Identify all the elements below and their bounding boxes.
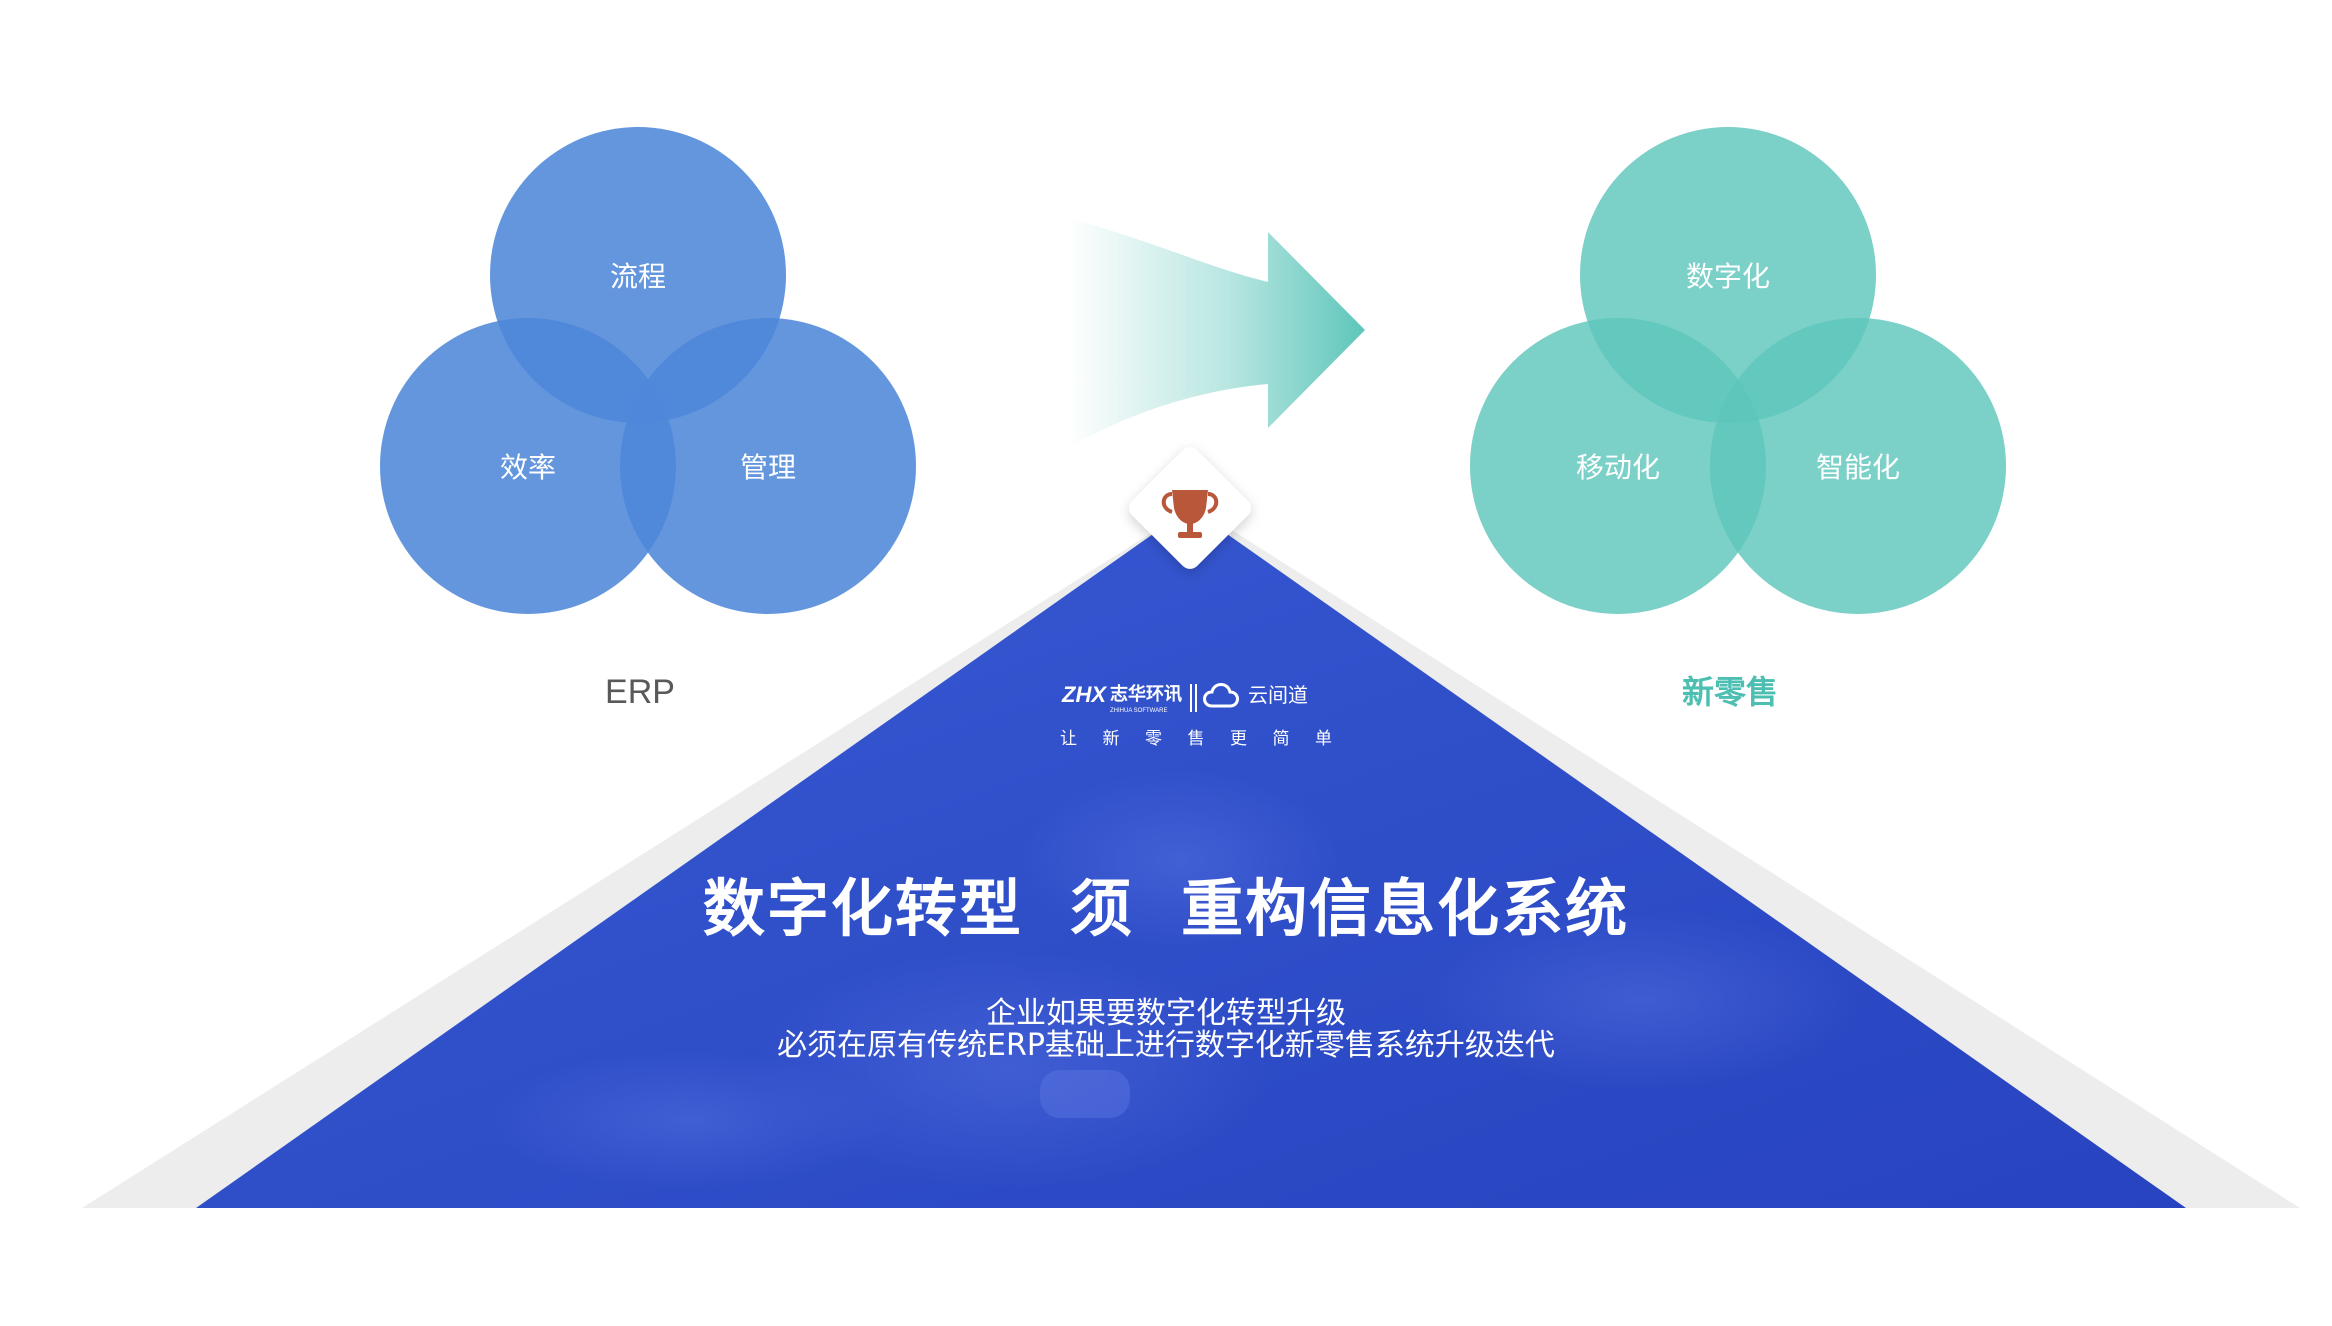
erp-title: ERP: [605, 673, 675, 711]
slogan-char: 零: [1145, 729, 1162, 749]
partner-name: 云间道: [1248, 683, 1308, 707]
brand-name: 志华环讯: [1110, 683, 1182, 705]
retail-venn: 数字化 移动化 智能化 新零售: [1470, 127, 2006, 711]
slogan-char: 让: [1060, 729, 1077, 749]
subline-second: 必须在原有传统ERP基础上进行数字化新零售系统升级迭代: [777, 1028, 1555, 1063]
retail-circle-right: [1710, 318, 2006, 614]
slogan-char: 简: [1272, 729, 1290, 749]
slogan: 让 新 零 售 更 简 单: [1060, 724, 1332, 749]
slogan-char: 新: [1102, 729, 1120, 749]
slogan-char: 更: [1230, 729, 1247, 749]
erp-venn: 流程 效率 管理 ERP: [380, 127, 916, 711]
cloud-icon: [1203, 683, 1239, 708]
erp-label-management: 管理: [740, 451, 796, 484]
arrow-right-icon: [1068, 218, 1365, 448]
retail-label-digital: 数字化: [1686, 260, 1770, 293]
retail-label-mobile: 移动化: [1576, 451, 1660, 484]
trophy-icon: [1161, 490, 1219, 538]
brand-logo: ZHX 志华环讯 ZHIHUA SOFTWARE 云间道: [1061, 682, 1308, 714]
retail-circle-left: [1470, 318, 1766, 614]
pyramid-background-photo: [490, 770, 1860, 1190]
retail-label-smart: 智能化: [1816, 451, 1900, 484]
erp-circle-left: [380, 318, 676, 614]
slogan-char: 售: [1187, 729, 1205, 749]
erp-label-efficiency: 效率: [500, 451, 556, 484]
logo-divider: [1190, 684, 1192, 712]
erp-label-process: 流程: [610, 260, 666, 293]
main-headline: 数字化转型 须 重构信息化系统: [702, 872, 1630, 945]
retail-title: 新零售: [1682, 673, 1778, 711]
subline-first: 企业如果要数字化转型升级: [986, 996, 1346, 1031]
erp-circle-right: [620, 318, 916, 614]
brand-mark: ZHX: [1061, 682, 1107, 707]
slogan-char: 单: [1315, 729, 1332, 749]
brand-english: ZHIHUA SOFTWARE: [1110, 708, 1167, 714]
